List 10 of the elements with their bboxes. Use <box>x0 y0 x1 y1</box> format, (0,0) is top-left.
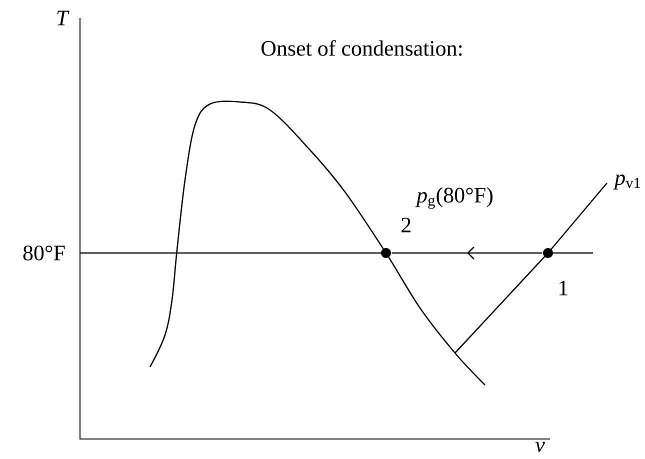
point-number: 1 <box>560 280 568 296</box>
title: Onset of condensation: <box>262 40 462 56</box>
point-number: 2 <box>402 218 410 232</box>
tick-label: 80°F <box>23 246 65 260</box>
state-point <box>543 248 553 258</box>
axis-label: T <box>57 10 70 26</box>
state-point <box>381 248 391 258</box>
pressure-label: p$_{v1}$ <box>613 174 640 190</box>
axis-label: v <box>535 442 545 452</box>
pressure-label: p$_{g}$(80°F) <box>415 187 492 209</box>
